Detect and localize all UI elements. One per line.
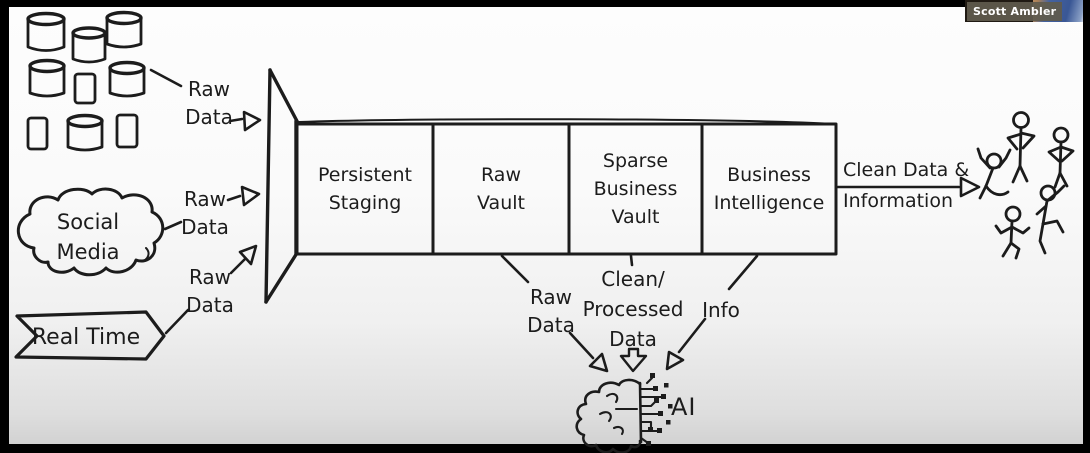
- label-line: Data: [185, 105, 233, 129]
- stage-label-line: Persistent: [318, 164, 412, 186]
- label-line: Clean/: [601, 267, 665, 291]
- label-line: Raw: [188, 265, 232, 289]
- label-line: Data: [181, 215, 229, 239]
- stage-business-intelligence: Business Intelligence: [704, 126, 834, 252]
- stage-persistent-staging: Persistent Staging: [299, 126, 431, 252]
- ai-raw-data-label: Raw Data: [520, 283, 582, 339]
- stage-label-line: Vault: [477, 192, 525, 214]
- stage-label-line: Sparse: [602, 150, 669, 172]
- label-line: Media: [56, 240, 120, 264]
- ai-label: AI: [671, 393, 697, 421]
- label-line: Info: [702, 298, 740, 322]
- stage-label-line: Staging: [328, 192, 402, 214]
- ai-info-label: Info: [698, 296, 744, 324]
- label-line: Data: [186, 293, 234, 317]
- label-line: Raw: [529, 285, 573, 309]
- label-line: Raw: [183, 187, 227, 211]
- stage-raw-vault: Raw Vault: [435, 126, 567, 252]
- stage-label-line: Business: [593, 178, 678, 200]
- label-line: Clean Data &: [843, 159, 970, 181]
- real-time-label: Real Time: [30, 324, 142, 352]
- label-line: Processed: [582, 297, 684, 321]
- clean-data-information-label: Clean Data & Information: [843, 155, 983, 217]
- presenter-webcam: Scott Ambler: [965, 0, 1083, 22]
- label-line: Information: [843, 190, 953, 212]
- ai-processed-data-label: Clean/ Processed Data: [579, 264, 687, 354]
- stage-label-line: Business: [727, 164, 811, 186]
- raw-data-label-2: Raw Data: [179, 185, 231, 241]
- label-line: Data: [609, 327, 657, 351]
- label-line: Social: [56, 210, 120, 234]
- social-media-label: Social Media: [40, 207, 136, 267]
- stage-label-line: Raw: [481, 164, 521, 186]
- raw-data-label-1: Raw Data: [180, 75, 238, 131]
- stage-label-line: Vault: [611, 206, 660, 228]
- label-line: Data: [527, 313, 575, 337]
- presenter-name-badge: Scott Ambler: [967, 2, 1063, 21]
- label-line: Real Time: [31, 325, 141, 350]
- stage-sparse-business-vault: Sparse Business Vault: [571, 126, 700, 252]
- raw-data-label-3: Raw Data: [183, 263, 237, 319]
- label-line: Raw: [187, 77, 231, 101]
- stage-label-line: Intelligence: [713, 192, 825, 214]
